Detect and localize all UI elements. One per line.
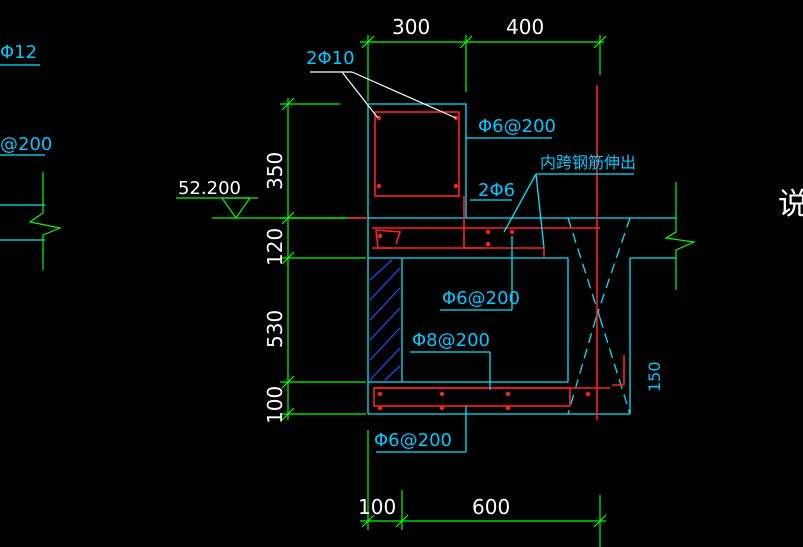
rebar bbox=[348, 85, 625, 420]
dim-bottom-left: 100 bbox=[358, 495, 396, 519]
slab-bars-label: Φ6@200 bbox=[442, 288, 520, 309]
dim-vertical-350: 350 bbox=[263, 152, 287, 190]
left-partial-detail: Φ12 @200 bbox=[0, 42, 63, 270]
dim-vertical-120: 120 bbox=[263, 228, 287, 266]
dim-vertical-150: 150 bbox=[645, 361, 664, 392]
dim-top-left: 300 bbox=[392, 15, 430, 39]
left-phi12-label: Φ12 bbox=[0, 42, 37, 63]
dim-vertical-100: 100 bbox=[263, 386, 287, 424]
dim-vertical-530: 530 bbox=[263, 310, 287, 348]
inner-extend-label: 内跨钢筋伸出 bbox=[540, 153, 636, 172]
concrete-outline bbox=[367, 103, 676, 415]
left-phi6-label: @200 bbox=[0, 134, 52, 155]
elevation-label: 52.200 bbox=[178, 178, 241, 199]
stirrup-top-label: Φ6@200 bbox=[478, 116, 556, 137]
top-bars-label: 2Φ10 bbox=[306, 48, 355, 69]
phi8-label: Φ8@200 bbox=[412, 330, 490, 351]
leader-lines bbox=[310, 71, 634, 453]
note-partial-label: 说 bbox=[778, 187, 803, 222]
bottom-bars-label: Φ6@200 bbox=[374, 430, 452, 451]
two-phi6-label: 2Φ6 bbox=[478, 180, 515, 201]
dim-bottom-right: 600 bbox=[472, 495, 510, 519]
dim-top-right: 400 bbox=[506, 15, 544, 39]
dimension-lines bbox=[176, 35, 697, 547]
hatch-area bbox=[369, 259, 401, 381]
